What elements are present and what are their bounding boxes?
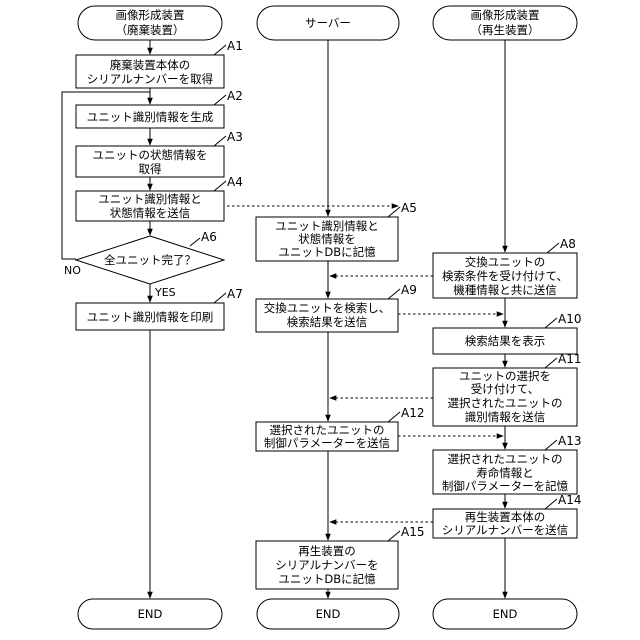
svg-text:検索結果を送信: 検索結果を送信 xyxy=(287,315,368,329)
step-a12-send-control-parameters: 選択されたユニットの 制御パラメーターを送信 A12 xyxy=(256,406,424,451)
lane-header-recycle-device: 画像形成装置 （再生装置） xyxy=(433,6,577,40)
step-a4-send-unit-info: ユニット識別情報と 状態情報を送信 A4 xyxy=(76,175,243,221)
svg-text:A15: A15 xyxy=(401,525,424,539)
svg-text:A13: A13 xyxy=(558,434,581,448)
end-terminal-center: END xyxy=(257,599,399,629)
svg-text:再生装置の: 再生装置の xyxy=(298,544,356,558)
yes-branch-label: YES xyxy=(154,286,176,299)
svg-text:取得: 取得 xyxy=(139,162,162,176)
svg-text:選択されたユニットの: 選択されたユニットの xyxy=(270,423,385,437)
svg-text:A9: A9 xyxy=(401,283,417,297)
lane-header-server: サーバー xyxy=(257,6,399,40)
svg-text:A11: A11 xyxy=(558,352,581,366)
svg-text:状態情報を: 状態情報を xyxy=(298,232,356,246)
svg-text:A2: A2 xyxy=(227,89,243,103)
svg-text:ユニット識別情報を生成: ユニット識別情報を生成 xyxy=(87,110,214,124)
svg-text:ユニットの状態情報を: ユニットの状態情報を xyxy=(93,148,208,162)
svg-text:ユニット識別情報と: ユニット識別情報と xyxy=(98,192,202,206)
svg-text:受け付けて、: 受け付けて、 xyxy=(471,382,539,396)
svg-text:交換ユニットの: 交換ユニットの xyxy=(465,255,546,269)
end-terminal-left: END xyxy=(78,599,222,629)
svg-text:検索条件を受け付けて、: 検索条件を受け付けて、 xyxy=(442,269,568,283)
svg-text:選択されたユニットの: 選択されたユニットの xyxy=(448,452,563,466)
svg-text:A12: A12 xyxy=(401,406,424,420)
svg-text:END: END xyxy=(138,607,163,621)
svg-text:A10: A10 xyxy=(558,312,581,326)
svg-text:検索結果を表示: 検索結果を表示 xyxy=(465,334,546,348)
svg-text:寿命情報と: 寿命情報と xyxy=(476,466,534,480)
step-a11-accept-unit-selection: ユニットの選択を 受け付けて、 選択されたユニットの 識別情報を送信 A11 xyxy=(433,352,581,426)
step-a3-get-status-info: ユニットの状態情報を 取得 A3 xyxy=(76,130,243,177)
step-a13-store-lifetime-and-params: 選択されたユニットの 寿命情報と 制御パラメーターを記憶 A13 xyxy=(433,434,581,494)
svg-text:A3: A3 xyxy=(227,130,243,144)
step-a9-search-replacement-unit: 交換ユニットを検索し、 検索結果を送信 A9 xyxy=(256,283,417,332)
svg-text:（廃棄装置）: （廃棄装置） xyxy=(116,23,185,37)
svg-text:END: END xyxy=(316,607,341,621)
svg-text:全ユニット完了？: 全ユニット完了？ xyxy=(104,253,196,267)
svg-text:A1: A1 xyxy=(227,39,243,53)
svg-text:ユニット識別情報を印刷: ユニット識別情報を印刷 xyxy=(87,310,214,324)
step-a2-generate-unit-id: ユニット識別情報を生成 A2 xyxy=(76,89,243,128)
svg-text:識別情報を送信: 識別情報を送信 xyxy=(465,410,546,424)
lane-header-discard-device: 画像形成装置 （廃棄装置） xyxy=(78,6,222,40)
svg-text:ユニット識別情報と: ユニット識別情報と xyxy=(275,219,379,233)
svg-text:廃棄装置本体の: 廃棄装置本体の xyxy=(110,58,191,72)
step-a1-get-serial-number: 廃棄装置本体の シリアルナンバーを取得 A1 xyxy=(76,39,243,88)
svg-text:A14: A14 xyxy=(558,493,581,507)
step-a15-store-serial-to-unit-db: 再生装置の シリアルナンバーを ユニットDBに記憶 A15 xyxy=(256,525,424,589)
svg-text:A5: A5 xyxy=(401,201,417,215)
svg-text:画像形成装置: 画像形成装置 xyxy=(116,8,185,22)
svg-text:シリアルナンバーを取得: シリアルナンバーを取得 xyxy=(87,72,213,86)
svg-text:（再生装置）: （再生装置） xyxy=(471,23,540,37)
svg-text:制御パラメーターを記憶: 制御パラメーターを記憶 xyxy=(442,479,569,493)
svg-text:再生装置本体の: 再生装置本体の xyxy=(465,510,546,524)
svg-text:シリアルナンバーを送信: シリアルナンバーを送信 xyxy=(442,523,568,537)
svg-text:サーバー: サーバー xyxy=(305,16,351,30)
svg-text:選択されたユニットの: 選択されたユニットの xyxy=(448,396,563,410)
svg-text:シリアルナンバーを: シリアルナンバーを xyxy=(275,558,378,572)
step-a14-send-recycle-serial: 再生装置本体の シリアルナンバーを送信 A14 xyxy=(433,493,581,538)
svg-text:ユニットDBに記憶: ユニットDBに記憶 xyxy=(278,572,376,586)
svg-text:ユニットDBに記憶: ユニットDBに記憶 xyxy=(278,245,376,259)
no-branch-label: NO xyxy=(64,264,81,277)
svg-text:状態情報を送信: 状態情報を送信 xyxy=(110,206,191,220)
end-terminal-right: END xyxy=(433,599,577,629)
svg-text:A8: A8 xyxy=(560,237,576,251)
step-a6-all-units-done-decision: 全ユニット完了？ A6 NO YES xyxy=(64,230,224,299)
svg-text:A4: A4 xyxy=(227,175,243,189)
svg-text:A7: A7 xyxy=(227,287,243,301)
svg-text:制御パラメーターを送信: 制御パラメーターを送信 xyxy=(264,436,390,450)
svg-text:画像形成装置: 画像形成装置 xyxy=(471,8,540,22)
step-a5-store-to-unit-db: ユニット識別情報と 状態情報を ユニットDBに記憶 A5 xyxy=(256,201,417,261)
step-a10-display-search-results: 検索結果を表示 A10 xyxy=(433,312,581,354)
svg-text:ユニットの選択を: ユニットの選択を xyxy=(459,369,551,383)
svg-text:A6: A6 xyxy=(201,230,217,244)
svg-text:機種情報と共に送信: 機種情報と共に送信 xyxy=(453,283,557,297)
svg-text:END: END xyxy=(493,607,518,621)
svg-text:交換ユニットを検索し、: 交換ユニットを検索し、 xyxy=(264,301,391,315)
